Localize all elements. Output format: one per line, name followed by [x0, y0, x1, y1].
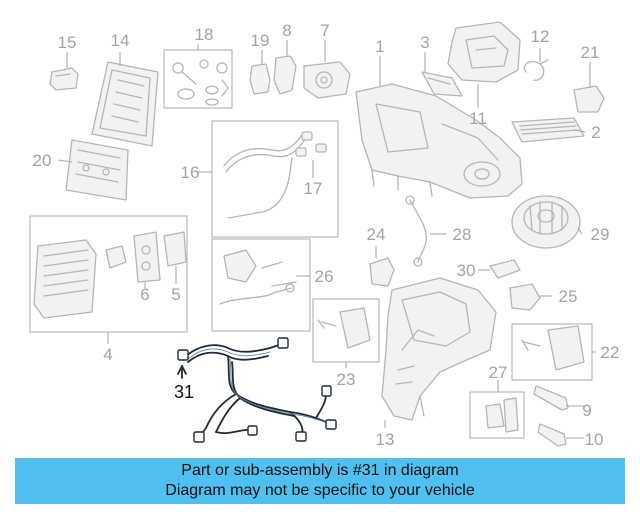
- group-box-16-17: [211, 120, 339, 238]
- callout-17[interactable]: 17: [304, 179, 323, 198]
- callout-29[interactable]: 29: [591, 225, 610, 244]
- part-16-pipe[interactable]: [223, 131, 307, 219]
- callout-20[interactable]: 20: [33, 151, 52, 170]
- callout-3[interactable]: 3: [420, 33, 429, 52]
- callout-24[interactable]: 24: [367, 225, 386, 244]
- part-29-blower-motor[interactable]: [511, 195, 581, 249]
- callout-30[interactable]: 30: [457, 261, 476, 280]
- callout-21[interactable]: 21: [581, 43, 600, 62]
- callout-11[interactable]: 11: [469, 109, 487, 128]
- callout-31-highlighted[interactable]: 31: [174, 382, 194, 402]
- part-30-trim[interactable]: [489, 259, 521, 279]
- callout-12[interactable]: 12: [531, 27, 550, 46]
- group-box-27: [469, 391, 525, 439]
- part-6-expansion-valve[interactable]: [133, 231, 161, 283]
- part-31-wiring-harness[interactable]: [177, 337, 337, 443]
- callout-22[interactable]: 22: [601, 343, 620, 362]
- part-13-lower-housing[interactable]: [381, 277, 497, 421]
- callout-2[interactable]: 2: [591, 123, 600, 142]
- callout-10[interactable]: 10: [585, 430, 604, 449]
- part-2-cabin-filter[interactable]: [511, 117, 585, 143]
- callout-7[interactable]: 7: [320, 21, 329, 40]
- info-banner: Part or sub-assembly is #31 in diagram D…: [15, 458, 625, 504]
- part-3-duct-piece[interactable]: [421, 71, 463, 97]
- callout-26[interactable]: 26: [315, 267, 334, 286]
- part-5-valve[interactable]: [163, 231, 187, 267]
- callout-14[interactable]: 14: [111, 31, 130, 50]
- part-8-bracket[interactable]: [273, 55, 297, 95]
- part-19-actuator[interactable]: [249, 63, 271, 95]
- callout-labels: 1 2 3 4 5 6 7 9 8 10 11 12 13 14 15 16 1…: [33, 21, 620, 449]
- callout-15[interactable]: 15: [58, 33, 77, 52]
- part-4-evaporator[interactable]: [33, 239, 97, 319]
- banner-line-disclaimer: Diagram may not be specific to your vehi…: [165, 482, 475, 499]
- callout-4[interactable]: 4: [103, 345, 112, 364]
- banner-line-part-number: Part or sub-assembly is #31 in diagram: [181, 462, 459, 479]
- part-18-fastener-set[interactable]: [172, 59, 229, 106]
- part-17-seal[interactable]: [295, 131, 327, 157]
- callout-19[interactable]: 19: [251, 31, 270, 50]
- part-15-bracket[interactable]: [49, 67, 79, 91]
- part-27-sensor-set[interactable]: [485, 397, 519, 433]
- callout-6[interactable]: 6: [140, 285, 149, 304]
- group-box-18: [163, 49, 233, 109]
- callout-23[interactable]: 23: [337, 370, 356, 389]
- part-11-upper-case[interactable]: [447, 21, 521, 83]
- part-7-motor[interactable]: [303, 61, 351, 99]
- callout-27[interactable]: 27: [489, 363, 508, 382]
- part-26-lines[interactable]: [219, 249, 297, 305]
- callout-1[interactable]: 1: [375, 37, 384, 56]
- part-20-heater-unit[interactable]: [65, 139, 129, 201]
- callout-18[interactable]: 18: [195, 25, 214, 44]
- callout-8[interactable]: 8: [282, 21, 291, 40]
- callout-16[interactable]: 16: [181, 163, 200, 182]
- part-23-trim-panel[interactable]: [317, 307, 371, 349]
- callout-28[interactable]: 28: [453, 225, 472, 244]
- part-4-clip[interactable]: [105, 245, 127, 269]
- exploded-parts-diagram: 1 2 3 4 5 6 7 9 8 10 11 12 13 14 15 16 1…: [29, 21, 620, 449]
- callout-25[interactable]: 25: [559, 287, 578, 306]
- part-22-cover[interactable]: [521, 325, 585, 371]
- part-28-link-rod[interactable]: [405, 195, 427, 267]
- part-12-clip[interactable]: [523, 59, 549, 81]
- group-box-26: [211, 238, 311, 332]
- part-1-hvac-housing[interactable]: [355, 83, 523, 199]
- leader-lines: [57, 40, 596, 439]
- part-9-sensor[interactable]: [533, 385, 569, 411]
- part-21-sensor[interactable]: [573, 85, 605, 113]
- callout-9[interactable]: 9: [582, 401, 591, 420]
- callout-5[interactable]: 5: [171, 285, 180, 304]
- callout-13[interactable]: 13: [376, 430, 395, 449]
- part-24-bracket[interactable]: [369, 257, 395, 287]
- part-25-actuator[interactable]: [509, 283, 541, 311]
- part-14-heater-core[interactable]: [91, 61, 159, 147]
- part-10-sensor[interactable]: [537, 423, 567, 447]
